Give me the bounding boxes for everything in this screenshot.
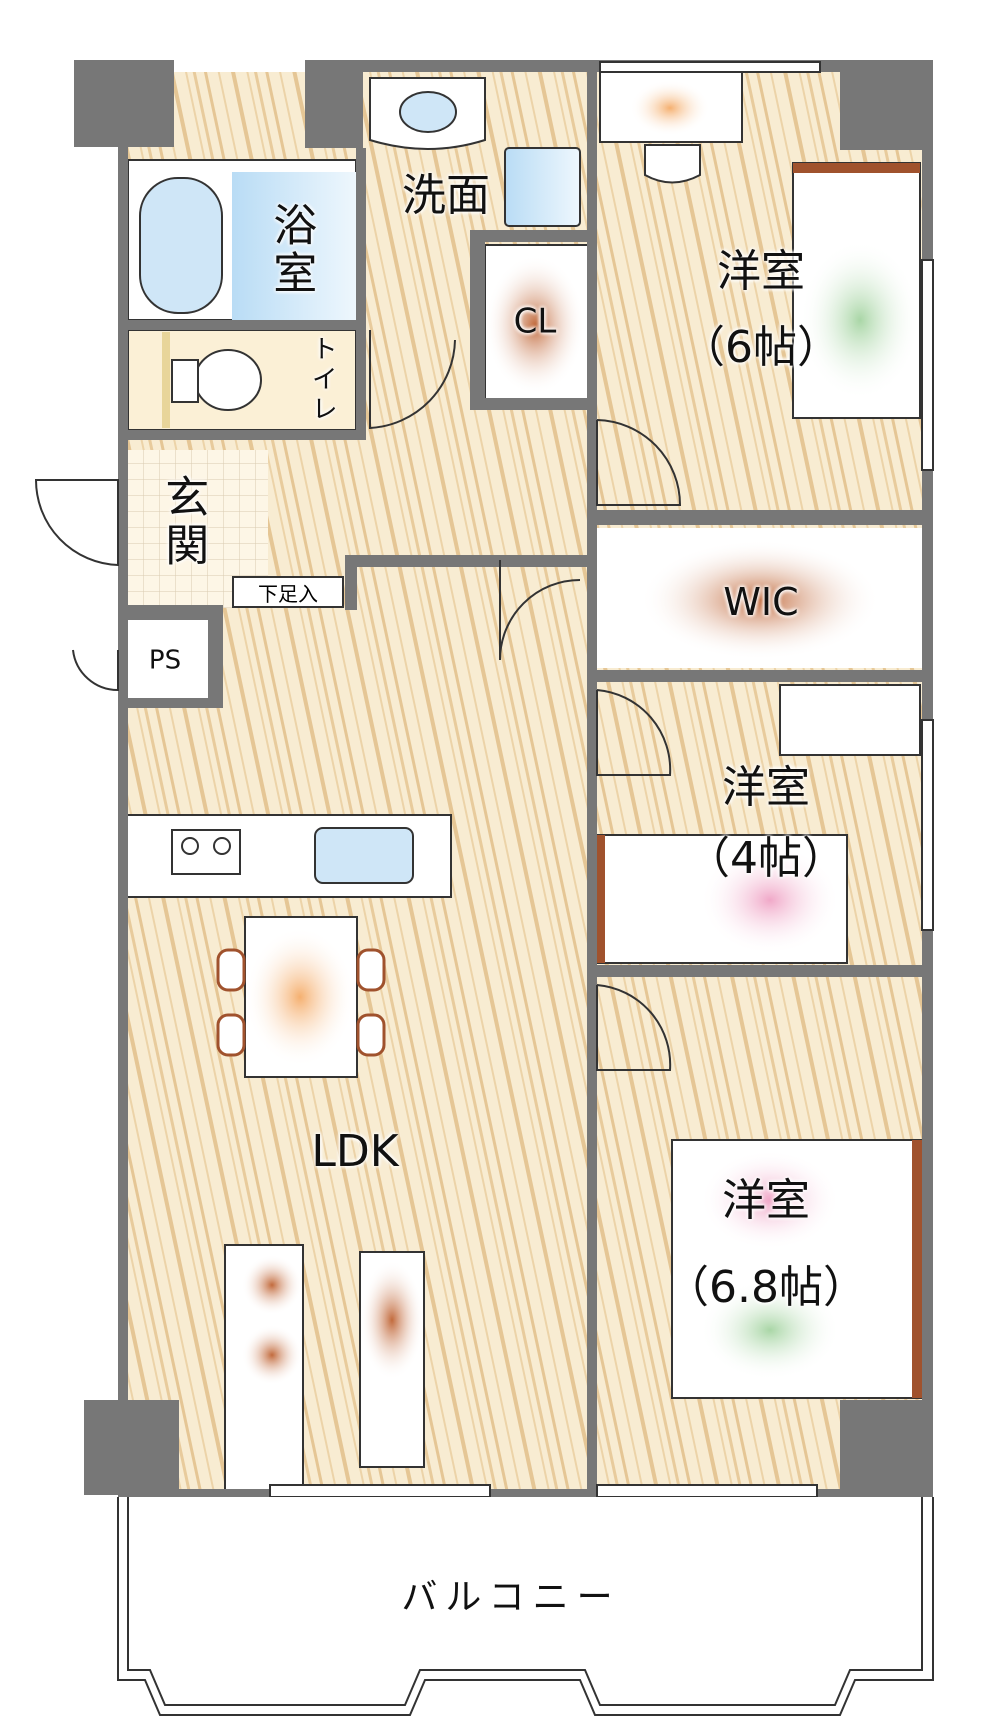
room-label-pipe-space: PS [148, 645, 182, 676]
desk-icon [779, 684, 921, 756]
toilet-icon [194, 349, 262, 411]
shoe-storage: 下足入 [232, 576, 344, 608]
room-size-bedroom1: （6帖） [681, 321, 841, 373]
room-label-balcony: バルコニー [401, 1577, 621, 1619]
room-label-bedroom2: 洋室 [722, 761, 810, 813]
room-label-bedroom3: 洋室 [722, 1174, 810, 1226]
bathtub-icon [139, 177, 223, 314]
room-label-bedroom1: 洋室 [717, 245, 805, 297]
kitchen-sink-icon [314, 827, 414, 884]
balcony-outline [117, 1497, 934, 1716]
room-label-ldk: LDK [311, 1125, 399, 1177]
chair-icon [644, 144, 701, 184]
room-label-closet: CL [513, 301, 557, 342]
windows [269, 61, 934, 1498]
room-label-toilet: トイレ [307, 335, 338, 425]
room-size-bedroom3: （6.8帖） [665, 1261, 867, 1313]
room-label-washroom: 洗面 [402, 169, 490, 221]
stove-icon [171, 829, 241, 875]
room-label-wic: WIC [723, 580, 799, 625]
room-size-bedroom2: （4帖） [686, 832, 846, 884]
washing-machine-pan-icon [504, 147, 581, 227]
doors [34, 330, 682, 1071]
room-label-bathroom: 浴室 [265, 202, 317, 298]
sink-icon [399, 91, 457, 133]
room-label-entrance: 玄関 [157, 474, 209, 570]
